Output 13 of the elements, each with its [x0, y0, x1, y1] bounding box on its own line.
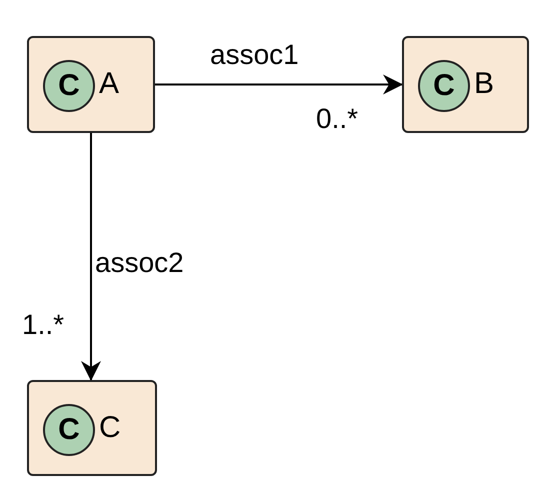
association-arrow	[155, 74, 403, 94]
class-name: B	[474, 66, 494, 102]
multiplicity-label: 0..*	[316, 102, 358, 136]
class-box	[27, 36, 155, 133]
class-name: A	[99, 66, 120, 102]
class-name: C	[99, 410, 121, 446]
stereotype-letter: C	[58, 71, 80, 101]
multiplicity-label: 1..*	[22, 308, 64, 342]
class-box	[27, 380, 157, 476]
association-arrow	[81, 133, 101, 381]
stereotype-letter: C	[433, 71, 455, 101]
class-box	[402, 36, 529, 133]
stereotype-letter: C	[58, 415, 80, 445]
